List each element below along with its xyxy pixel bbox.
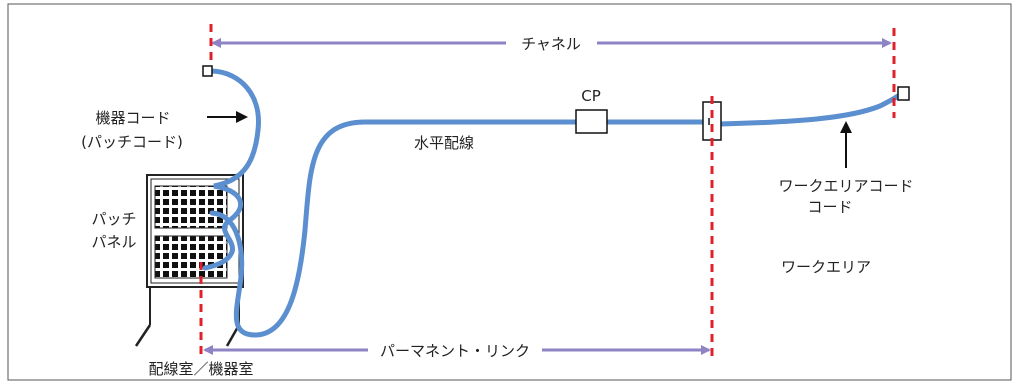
equipment-cord-cable (202, 68, 261, 271)
telecom-room-label: 配線室／機器室 (148, 360, 253, 378)
equipment-cord-connector (202, 65, 213, 77)
patch-panel-sublabel: パネル (91, 233, 136, 251)
rack-inner (150, 178, 240, 284)
telecom-outlet (702, 101, 722, 141)
cp-box (575, 109, 608, 134)
permanent-link-label: パーマネント・リンク (380, 342, 530, 360)
work-area-cord-label: ワークエリアコード (778, 177, 913, 195)
diagram-border (7, 3, 1012, 381)
channel-label: チャネル (521, 35, 581, 53)
work-area-cord-connector (897, 86, 910, 101)
permanent-link-dimension: パーマネント・リンク (203, 342, 711, 360)
work-area-label: ワークエリア (781, 258, 871, 276)
equipment-cord-sublabel: (パッチコード) (81, 133, 183, 151)
channel-dimension: チャネル (211, 35, 892, 53)
rack-foot-left (134, 324, 152, 347)
patch-panel-lower (154, 235, 228, 279)
work-area-cord-cable (717, 93, 901, 127)
work-area-cord-sublabel: コード (807, 198, 852, 216)
patch-panel-upper (154, 185, 228, 229)
equipment-cord-label: 機器コード (95, 109, 170, 127)
patch-panel-label: パッチ (91, 210, 136, 228)
horizontal-cable (209, 119, 579, 338)
horizontal-cabling-label: 水平配線 (414, 134, 474, 152)
cp-label: CP (581, 87, 601, 105)
